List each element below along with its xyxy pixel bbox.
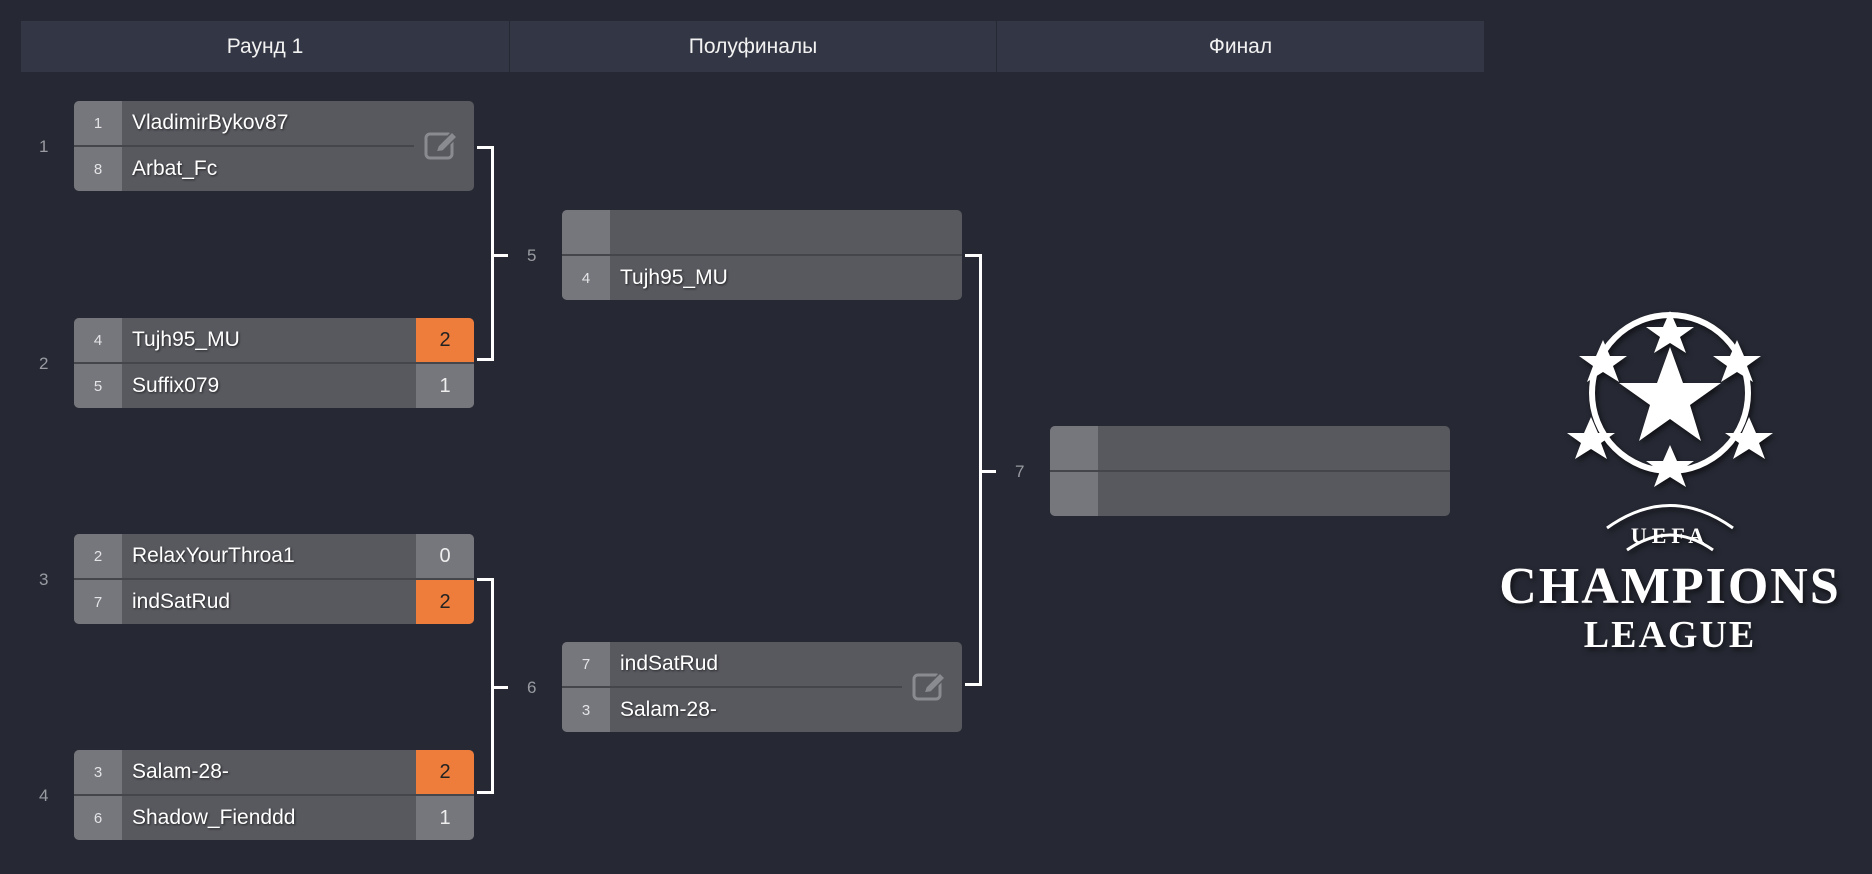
match-slot-bottom[interactable]: 6 Shadow_Fienddd 1 <box>74 796 474 840</box>
match-number: 3 <box>39 570 49 589</box>
seed: 3 <box>74 750 122 794</box>
match-slot-bottom[interactable]: 7 indSatRud 2 <box>74 580 474 624</box>
bracket-connector <box>494 254 508 257</box>
match-slot-top[interactable]: 2 RelaxYourThroa1 0 <box>74 534 474 578</box>
logo-title: CHAMPIONS <box>1499 558 1841 615</box>
player-name: Arbat_Fc <box>132 157 218 180</box>
match-final[interactable] <box>1050 426 1450 516</box>
match-4[interactable]: 3 Salam-28- 2 6 Shadow_Fienddd 1 <box>74 750 474 840</box>
seed <box>1050 426 1098 470</box>
seed: 6 <box>74 796 122 840</box>
round-header-1: Раунд 1 <box>21 21 509 72</box>
player-name: indSatRud <box>620 652 719 675</box>
bracket-connector <box>477 578 494 581</box>
round-header-semifinals: Полуфиналы <box>510 21 996 72</box>
seed: 3 <box>562 688 610 732</box>
seed: 1 <box>74 101 122 145</box>
bracket-connector <box>979 254 982 686</box>
score-winner: 2 <box>416 750 474 794</box>
score: 1 <box>416 796 474 840</box>
match-number: 4 <box>39 786 49 805</box>
seed: 5 <box>74 364 122 408</box>
score: 1 <box>416 364 474 408</box>
champions-league-logo: UEFA CHAMPIONS LEAGUE <box>1499 311 1841 656</box>
bracket-connector <box>494 686 508 689</box>
edit-icon[interactable] <box>910 669 950 705</box>
seed: 2 <box>74 534 122 578</box>
match-number: 6 <box>527 678 537 697</box>
score-winner: 2 <box>416 580 474 624</box>
match-slot-bottom[interactable]: 4 Tujh95_MU <box>562 256 962 300</box>
seed: 4 <box>562 256 610 300</box>
match-slot-bottom[interactable] <box>1050 472 1450 516</box>
seed: 4 <box>74 318 122 362</box>
divider <box>1050 470 1450 472</box>
logo-subtitle: LEAGUE <box>1584 614 1756 656</box>
bracket-connector <box>477 791 494 794</box>
player-name: Salam-28- <box>620 698 717 721</box>
player-name: Salam-28- <box>132 760 229 783</box>
seed <box>1050 472 1098 516</box>
match-slot-top[interactable]: 7 indSatRud <box>562 642 962 686</box>
divider <box>562 254 962 256</box>
match-slot-bottom[interactable]: 5 Suffix079 1 <box>74 364 474 408</box>
player-name: RelaxYourThroa1 <box>132 544 295 567</box>
seed <box>562 210 610 254</box>
match-slot-bottom[interactable]: 8 Arbat_Fc <box>74 147 474 191</box>
divider <box>74 362 474 364</box>
match-number: 1 <box>39 137 49 156</box>
divider <box>74 145 414 147</box>
divider <box>74 794 474 796</box>
player-name: Shadow_Fienddd <box>132 806 296 829</box>
match-6[interactable]: 7 indSatRud 3 Salam-28- <box>562 642 962 732</box>
seed: 7 <box>562 642 610 686</box>
player-name: VladimirBykov87 <box>132 111 289 134</box>
match-2[interactable]: 4 Tujh95_MU 2 5 Suffix079 1 <box>74 318 474 408</box>
score-winner: 2 <box>416 318 474 362</box>
divider <box>562 686 902 688</box>
player-name: Suffix079 <box>132 374 220 397</box>
bracket-connector <box>491 578 494 794</box>
bracket-connector <box>982 470 996 473</box>
bracket-connector <box>965 683 982 686</box>
match-slot-top[interactable] <box>1050 426 1450 470</box>
match-slot-top[interactable]: 4 Tujh95_MU 2 <box>74 318 474 362</box>
bracket-connector <box>477 146 494 149</box>
match-5[interactable]: 4 Tujh95_MU <box>562 210 962 300</box>
logo-arc-text: UEFA <box>1631 523 1709 548</box>
player-name: Tujh95_MU <box>620 266 728 289</box>
bracket-connector <box>965 254 982 257</box>
match-number: 5 <box>527 246 537 265</box>
player-name: indSatRud <box>132 590 231 613</box>
match-slot-top[interactable]: 1 VladimirBykov87 <box>74 101 474 145</box>
match-number: 7 <box>1015 462 1025 481</box>
bracket-connector <box>491 146 494 361</box>
match-slot-top[interactable]: 3 Salam-28- 2 <box>74 750 474 794</box>
player-name: Tujh95_MU <box>132 328 240 351</box>
match-slot-bottom[interactable]: 3 Salam-28- <box>562 688 962 732</box>
edit-icon[interactable] <box>422 128 462 164</box>
match-1[interactable]: 1 VladimirBykov87 8 Arbat_Fc <box>74 101 474 191</box>
score: 0 <box>416 534 474 578</box>
round-header-final: Финал <box>997 21 1484 72</box>
match-slot-top[interactable] <box>562 210 962 254</box>
match-number: 2 <box>39 354 49 373</box>
match-3[interactable]: 2 RelaxYourThroa1 0 7 indSatRud 2 <box>74 534 474 624</box>
seed: 7 <box>74 580 122 624</box>
divider <box>74 578 474 580</box>
seed: 8 <box>74 147 122 191</box>
bracket-connector <box>477 358 494 361</box>
